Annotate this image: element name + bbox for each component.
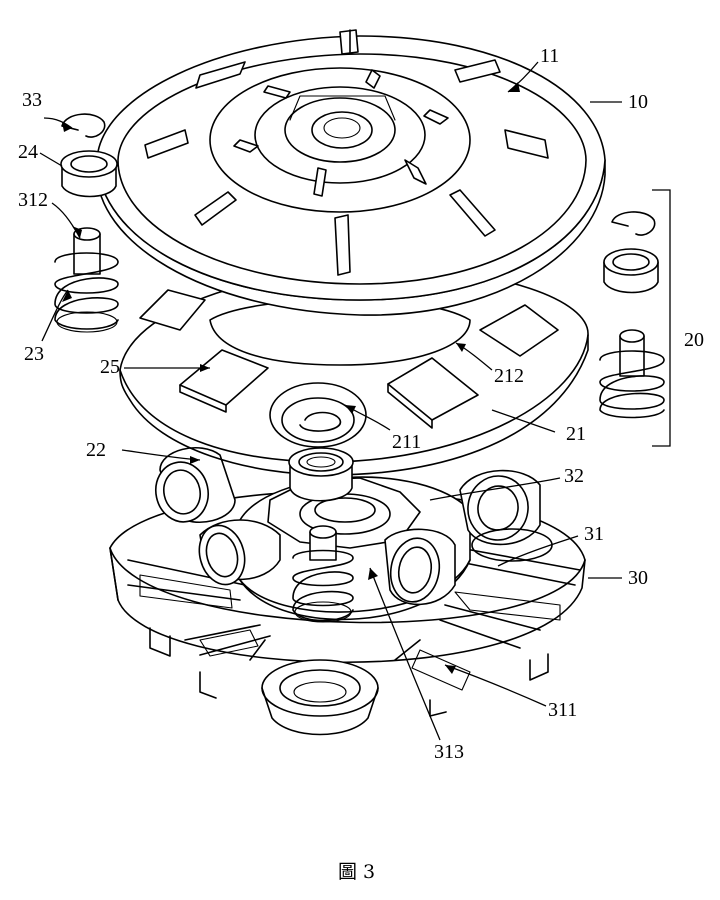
radial-slot	[504, 129, 549, 159]
radial-slot	[144, 129, 189, 159]
friction-pad	[479, 304, 559, 357]
right-parts-20	[599, 189, 671, 447]
figure-caption: 圖 3	[338, 861, 376, 883]
label-212: 212	[494, 365, 524, 387]
label-312: 312	[18, 189, 48, 211]
central-spring-313	[292, 525, 354, 623]
radial-slot	[334, 214, 351, 276]
label-30: 30	[628, 567, 648, 589]
label-311: 311	[548, 699, 578, 721]
label-10: 10	[628, 91, 648, 113]
group-bracket	[652, 189, 671, 447]
label-11: 11	[540, 45, 560, 67]
label-22: 22	[86, 439, 106, 461]
friction-pad	[139, 289, 206, 331]
rollers-22	[155, 447, 553, 606]
label-25: 25	[100, 356, 120, 378]
base-ribs	[127, 547, 581, 661]
label-21: 21	[566, 423, 586, 445]
left-parts	[54, 113, 119, 333]
label-20: 20	[684, 329, 704, 351]
friction-pad	[179, 349, 269, 406]
radial-slot	[194, 191, 237, 226]
radial-slot	[195, 61, 246, 89]
radial-slot	[339, 29, 359, 55]
leader-lines	[39, 61, 622, 741]
label-33: 33	[22, 89, 42, 111]
label-313: 313	[434, 741, 464, 763]
label-23: 23	[24, 343, 44, 365]
top-disc-10	[96, 29, 606, 316]
label-32: 32	[564, 465, 584, 487]
friction-pad	[387, 357, 479, 421]
radial-slot	[449, 189, 496, 237]
label-31: 31	[584, 523, 604, 545]
center-bushing	[288, 447, 354, 502]
middle-plate-21	[119, 267, 589, 476]
base-feet	[149, 627, 549, 717]
label-24: 24	[18, 141, 38, 163]
spring-23	[54, 252, 119, 330]
label-211: 211	[392, 431, 422, 453]
radial-slot	[454, 59, 501, 83]
